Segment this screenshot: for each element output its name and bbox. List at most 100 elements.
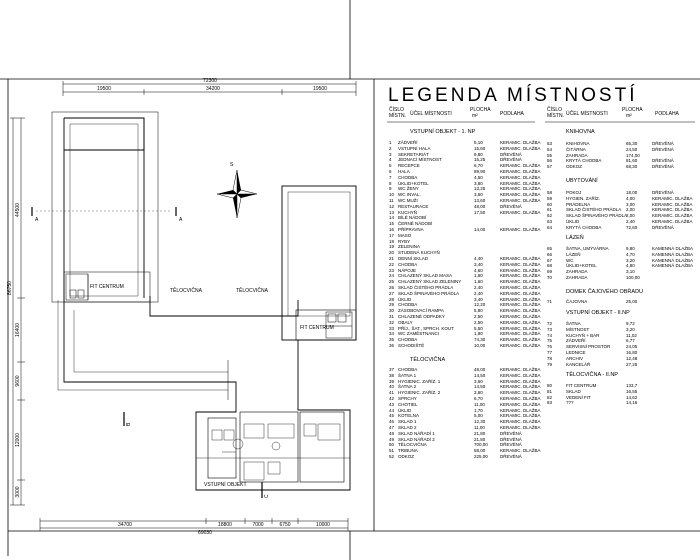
legend-row-area: 2,40 (474, 285, 483, 290)
legend-row-number: 11 (389, 198, 394, 203)
legend-row-purpose: WC ZAMĚSTNANCI (398, 331, 439, 337)
legend-row-number: 81 (547, 388, 553, 394)
legend-row-floor: DŘEVĚNÁ (652, 190, 674, 195)
legend-row-purpose: BÍLÉ NÁDOBÍ (398, 215, 427, 221)
legend-row-area: 4,60 (474, 267, 483, 273)
legend-row-floor: KERAMIC. DLAŽBA (500, 407, 541, 413)
legend-row-number: 32 (389, 319, 395, 325)
legend-row-floor: KERAMIC. DLAŽBA (500, 384, 541, 390)
legend-row-purpose: SKLAD ŠPINAVÉHO PRÁDLA (566, 213, 628, 219)
legend-row-number: 5 (389, 163, 392, 169)
legend-row-area: 174,00 (626, 152, 640, 158)
legend-row-area: 3,60 (474, 378, 483, 384)
legend-row-area: 2,50 (474, 314, 483, 319)
legend-row-area: 2,00 (626, 207, 635, 213)
north-label: S (230, 162, 234, 168)
legend-row-number: 18 (389, 238, 395, 244)
legend-row-purpose: ODKOZ (398, 454, 415, 459)
legend-row-number: 2 (389, 145, 392, 151)
legend-row-area: 1,70 (474, 407, 483, 413)
legend-row-purpose: ŠATNA 2 (398, 384, 417, 390)
legend-row-area: 5,10 (474, 140, 483, 145)
legend-row-number: 3 (389, 151, 392, 157)
legend-row-purpose: KNIHOVNA (566, 141, 590, 146)
legend-row-number: 9 (389, 186, 392, 192)
legend-row-number: 55 (547, 152, 553, 158)
legend-row-floor: KERAMIC. DLAŽBA (500, 337, 541, 343)
legend-row-purpose: CHLAZENÉ ODPADKY (398, 314, 445, 319)
legend-row-number: 13 (389, 209, 395, 215)
legend-row-area: 6,77 (626, 338, 635, 344)
legend-row-area: 21,80 (474, 436, 486, 442)
legend-row-area: 4,00 (626, 195, 635, 201)
legend-row-area: 133,7 (626, 383, 638, 388)
legend-row-floor: KERAMIC. DLAŽBA (500, 325, 541, 331)
legend-row-floor: KERAMIC. DLAŽBA (652, 213, 693, 219)
legend-row-number: 57 (547, 164, 553, 170)
legend-row-area: 6,70 (474, 163, 483, 169)
legend-row-number: 51 (389, 448, 395, 454)
legend-row-purpose: KRYTÁ CHODBA (566, 224, 602, 230)
legend-row-number: 73 (547, 326, 553, 332)
legend-row-area: 24,50 (626, 146, 638, 152)
legend-section-vstupni-2np: VSTUPNÍ OBJEKT - II.NP (566, 310, 630, 316)
legend-row-floor: KERAMIC. DLAŽBA (500, 267, 541, 273)
dim-left-c: 9600 (15, 375, 21, 386)
bottom-dimension-lines (39, 518, 349, 531)
legend-row-floor: KERAMIC. DLAŽBA (500, 390, 541, 396)
legend-row-purpose: WC INVAL. (398, 192, 421, 198)
legend-col1-header-cislo: ČÍSLO (389, 107, 405, 113)
legend-row-area: 48,00 (474, 203, 486, 209)
legend-row-number: 50 (389, 442, 395, 448)
legend-row-area: 9,80 (626, 246, 635, 251)
dim-top-c: 19500 (313, 86, 327, 92)
legend-row-area: 1,80 (474, 331, 483, 337)
legend-row-area: 72,60 (626, 224, 638, 230)
section-b: B (126, 422, 132, 426)
dim-bottom-a: 34700 (118, 522, 132, 528)
dim-left-total: 86750 (7, 281, 13, 295)
legend-row-number: 39 (389, 378, 395, 384)
legend-row-purpose: CHLAZENÝ SKLAD MASA (398, 273, 453, 279)
legend-row-purpose: SKLAD NÁŘADÍ 2 (398, 436, 435, 442)
legend-row-area: 2,40 (626, 219, 635, 224)
legend-col2-header-cislo: ČÍSLO (547, 107, 563, 113)
legend-row-floor: KERAMIC. DLAŽBA (500, 192, 541, 198)
legend-row-number: 35 (389, 337, 395, 343)
legend-row-area: 4,70 (626, 251, 635, 257)
legend-row-purpose: RESTAURACE (398, 203, 429, 209)
legend-row-purpose: ŠATNA 1 (398, 372, 417, 378)
legend-row-purpose: ÚKLID (398, 296, 412, 302)
legend-row-area: 11,00 (474, 401, 485, 407)
legend-row-area: 5,50 (474, 325, 483, 331)
legend-row-floor: KERAMIC. DLAŽBA (500, 169, 541, 174)
room-label-telocvicna-2: TĚLOCVIČNA (236, 286, 269, 294)
legend-row-floor: KERAMIC. DLAŽBA (500, 209, 541, 215)
legend-row-floor: KERAMIC. DLAŽBA (500, 285, 541, 290)
legend-row-purpose: SKLAD ŠPINAVÉHO PRÁDLA (398, 290, 460, 296)
legend-row-number: 30 (389, 308, 395, 314)
dim-left-b: 16400 (15, 323, 21, 337)
section-c: C (264, 494, 270, 498)
legend-row-number: 17 (389, 232, 395, 238)
legend-row-number: 26 (389, 285, 395, 290)
legend-section-domek: DOMEK ČAJOVÉHO OBŘADU (566, 289, 644, 295)
legend-row-number: 63 (547, 219, 553, 224)
legend-row-floor: KERAMIC. DLAŽBA (500, 180, 541, 186)
legend-row-purpose: DENNÍ SKLAD (398, 256, 429, 261)
legend-row-number: 45 (389, 413, 395, 419)
legend-row-floor: KERAMIC. DLAŽBA (500, 367, 541, 372)
legend-row-purpose: CHOTIEL (398, 401, 418, 407)
legend-col2-header-plocha: PLOCHA (622, 107, 643, 113)
dim-top-a: 19500 (97, 86, 111, 92)
legend-row-floor: DŘEVĚNÁ (500, 442, 522, 448)
legend-row-number: 69 (547, 269, 553, 275)
legend-row-number: 68 (547, 263, 553, 269)
legend-row-purpose: SPRCHY (398, 396, 417, 401)
legend-row-number: 23 (389, 267, 395, 273)
legend-row-number: 4 (389, 157, 392, 163)
legend-row-area: 3,40 (474, 296, 483, 302)
legend-row-purpose: ÚKLID+KOTEL (566, 263, 597, 269)
legend-row-area: 3,60 (474, 192, 483, 198)
legend-row-area: 48,00 (474, 367, 486, 372)
